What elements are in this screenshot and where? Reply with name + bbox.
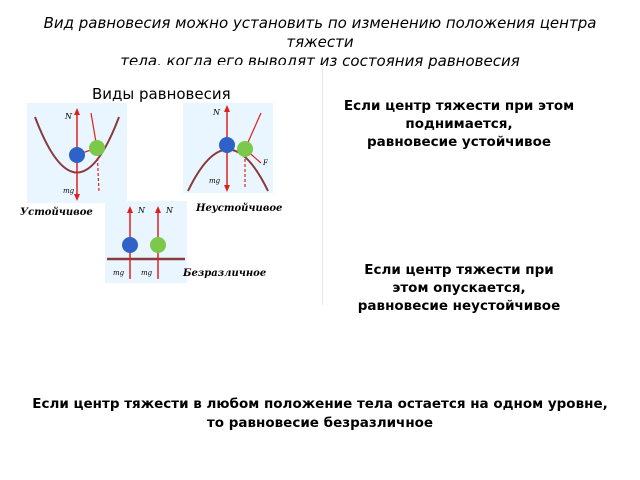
caption-stable: Устойчивое <box>20 207 93 218</box>
label-weight: mg <box>141 269 153 277</box>
blue-ball <box>122 237 138 253</box>
label-force: F <box>262 159 269 167</box>
title-line-2: тяжести <box>286 33 354 51</box>
unstable-line-1: Если центр тяжести при <box>364 262 554 278</box>
title-line-1: Вид равновесия можно установить по измен… <box>43 14 597 32</box>
unstable-panel: N mg F <box>183 103 273 193</box>
label-normal: N <box>165 206 174 215</box>
label-normal: N <box>64 112 73 121</box>
unstable-diagram: N mg F <box>187 105 269 192</box>
neutral-line-2: то равновесие безразличное <box>206 415 434 431</box>
caption-neutral: Безразличное <box>183 268 267 279</box>
unstable-statement: Если центр тяжести при этом опускается, … <box>318 261 600 315</box>
arrowhead <box>74 194 80 201</box>
stable-line-1: Если центр тяжести при этом <box>343 98 575 114</box>
green-ball <box>89 140 105 156</box>
stable-line-3: равновесие устойчивое <box>367 134 551 150</box>
label-normal: N <box>137 206 146 215</box>
title-line-3: тела, когда его выводят из состояния рав… <box>120 52 520 70</box>
green-ball <box>237 141 253 157</box>
stable-statement: Если центр тяжести при этом поднимается,… <box>318 97 600 151</box>
label-weight: mg <box>209 177 221 185</box>
neutral-statement: Если центр тяжести в любом положение тел… <box>0 395 640 433</box>
label-weight: mg <box>113 269 125 277</box>
neutral-diagram: N N mg mg <box>107 206 185 279</box>
stable-line-2: поднимается, <box>405 116 513 132</box>
figure-title: Виды равновесия <box>92 85 231 103</box>
neutral-line-1: Если центр тяжести в любом положение тел… <box>32 396 608 412</box>
neutral-panel: N N mg mg <box>105 201 187 283</box>
slide-title: Вид равновесия можно установить по измен… <box>10 14 630 70</box>
green-ball <box>150 237 166 253</box>
stable-panel: N mg <box>27 103 127 203</box>
stable-diagram: N mg <box>34 108 120 201</box>
convex-surface <box>187 148 269 192</box>
label-normal: N <box>212 108 221 117</box>
unstable-line-3: равновесие неустойчивое <box>357 298 561 314</box>
arrowhead <box>155 206 161 213</box>
caption-unstable: Неустойчивое <box>196 203 283 214</box>
equilibrium-figure: Виды равновесия N mg Устойчивое <box>0 65 323 305</box>
arrowhead <box>127 206 133 213</box>
arrowhead <box>74 108 80 115</box>
label-weight: mg <box>63 187 75 195</box>
blue-ball <box>219 137 235 153</box>
arrowhead <box>224 105 230 112</box>
arrowhead <box>224 185 230 192</box>
blue-ball <box>69 147 85 163</box>
unstable-line-2: этом опускается, <box>392 280 526 296</box>
